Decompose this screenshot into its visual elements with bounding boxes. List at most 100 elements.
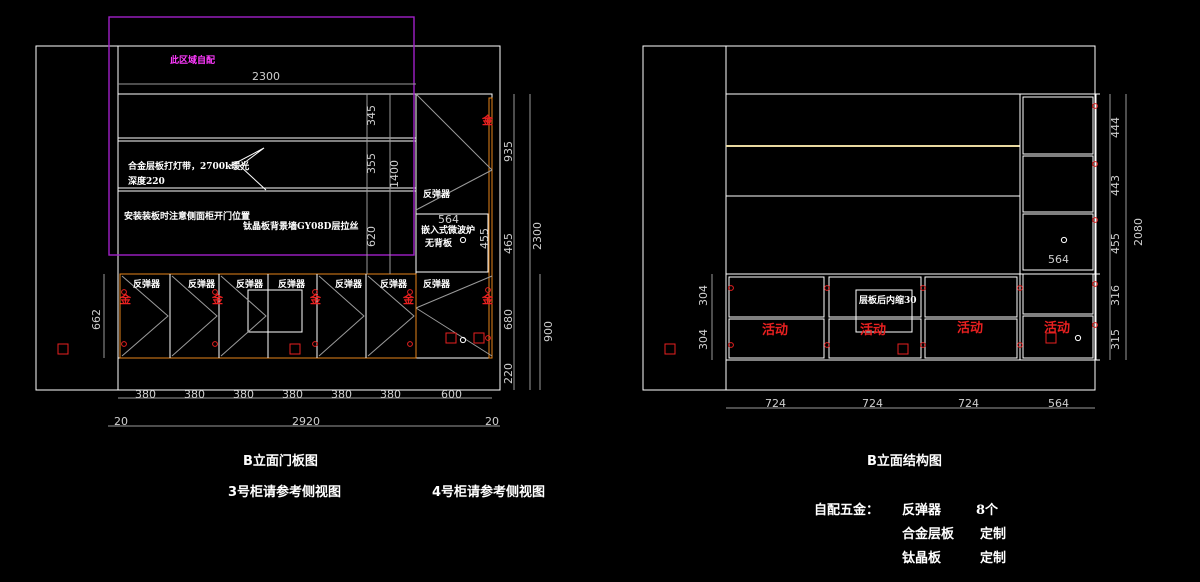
dim-side-220: 220 <box>502 363 515 384</box>
svg-text:金: 金 <box>309 292 322 306</box>
svg-text:金: 金 <box>211 292 224 306</box>
lower-cell-3b <box>924 318 1018 359</box>
dim-edge-right: 20 <box>485 415 499 428</box>
svg-text:活动: 活动 <box>762 322 788 338</box>
rebounder-labels: 反弹器 反弹器 反弹器 反弹器 反弹器 反弹器 反弹器 <box>133 278 451 290</box>
svg-text:反弹器: 反弹器 <box>278 278 306 290</box>
glass-note: 钛晶板背景墙GY08D层拉丝 <box>243 220 358 232</box>
left-elevation-door-panel: 此区域自配 合金层板打灯带，2700k暖光 深度220 安装装板时注意侧面柜开门… <box>35 16 555 500</box>
right-title: B立面结构图 <box>867 453 942 469</box>
tall-cabinet-edge <box>488 97 493 359</box>
dim-564-left: 564 <box>438 213 459 226</box>
dim-l-304b: 304 <box>697 329 710 350</box>
dim-b-2: 380 <box>184 388 205 401</box>
hinge-markers <box>121 117 491 347</box>
dim-side-900: 900 <box>542 321 555 342</box>
self-supplied-region <box>108 16 415 256</box>
lower-cell-1b <box>728 318 825 359</box>
shelf-inset-note: 层板后内缩30 <box>859 294 917 306</box>
leader-lines <box>229 147 267 191</box>
dim-inner-564: 564 <box>1048 253 1069 266</box>
socket-1 <box>57 343 69 355</box>
tall-cell-1 <box>1022 96 1094 155</box>
pink-note: 此区域自配 <box>170 54 215 66</box>
ref-note-4: 4号柜请参考侧视图 <box>432 484 545 500</box>
knob-2 <box>459 236 467 244</box>
right-socket-1 <box>664 343 676 355</box>
door-swing-2 <box>415 169 493 211</box>
active-labels: 活动 活动 活动 活动 <box>762 320 1070 338</box>
knob-r1 <box>1060 236 1068 244</box>
svg-text:反弹器: 反弹器 <box>236 278 264 290</box>
lower-cell-3a <box>924 276 1018 318</box>
dim-v-345: 345 <box>365 105 378 126</box>
dim-l-304a: 304 <box>697 285 710 306</box>
left-title: B立面门板图 <box>243 453 318 469</box>
center-box <box>247 289 303 333</box>
rebounder-tall: 反弹器 <box>423 188 451 200</box>
dim-total: 2920 <box>292 415 320 428</box>
hinge-labels: 金 金 金 金 金 金 <box>119 113 494 306</box>
dim-top-width: 2300 <box>252 70 280 83</box>
dim-b-5: 380 <box>331 388 352 401</box>
door-swing-4 <box>415 307 493 357</box>
depth-note: 深度220 <box>128 175 165 187</box>
dim-r-316: 316 <box>1109 285 1122 306</box>
right-socket-3 <box>1045 332 1057 344</box>
svg-text:活动: 活动 <box>957 320 983 336</box>
dim-b-4: 380 <box>282 388 303 401</box>
knob-r2 <box>1074 334 1082 342</box>
dim-v-1400: 1400 <box>388 160 401 188</box>
lower-cell-2b <box>828 318 922 359</box>
dim-side-465: 465 <box>502 233 515 254</box>
left-outer-frame <box>35 45 501 391</box>
right-elevation-structure: 564 层板后内缩30 活动 活动 活动 活动 <box>642 45 1145 469</box>
dim-rb-2: 724 <box>862 397 883 410</box>
hw-item-1-qty: 8个 <box>976 502 999 518</box>
right-center-box <box>855 289 913 333</box>
lower-cell-2a <box>828 276 922 318</box>
knob-1 <box>459 336 467 344</box>
dim-b-3: 380 <box>233 388 254 401</box>
lower-door-swings <box>121 275 415 357</box>
socket-3 <box>445 332 457 344</box>
dim-b-1: 380 <box>135 388 156 401</box>
dim-r-443: 443 <box>1109 175 1122 196</box>
ref-note-3: 3号柜请参考侧视图 <box>228 484 341 500</box>
hw-item-2-name: 合金层板 <box>902 526 955 542</box>
svg-text:反弹器: 反弹器 <box>380 278 408 290</box>
svg-text:金: 金 <box>402 292 415 306</box>
socket-2 <box>289 343 301 355</box>
lower-cell-1a <box>728 276 825 318</box>
svg-text:金: 金 <box>481 292 494 306</box>
dim-r-455: 455 <box>1109 233 1122 254</box>
right-hinge-markers <box>728 103 1098 348</box>
hw-item-2-qty: 定制 <box>979 526 1006 542</box>
tall-cell-3 <box>1022 213 1094 271</box>
hardware-title: 自配五金： <box>814 502 879 518</box>
dim-r-2080: 2080 <box>1132 218 1145 246</box>
dim-rb-4: 564 <box>1048 397 1069 410</box>
hardware-list: 自配五金： 反弹器 8个 合金层板 定制 钛晶板 定制 <box>814 502 1006 566</box>
dim-small-455: 455 <box>478 228 491 249</box>
dim-side-680: 680 <box>502 309 515 330</box>
tall-cell-4 <box>1022 273 1094 315</box>
door-swing-1 <box>415 93 493 171</box>
dim-r-315: 315 <box>1109 329 1122 350</box>
dim-left-662: 662 <box>90 309 103 330</box>
built-in-note: 嵌入式微波炉 <box>421 224 475 236</box>
dim-rb-1: 724 <box>765 397 786 410</box>
dim-side-2300: 2300 <box>531 222 544 250</box>
svg-text:活动: 活动 <box>1044 320 1070 336</box>
hw-item-3-name: 钛晶板 <box>901 550 942 566</box>
right-outer-frame <box>642 45 1096 391</box>
svg-text:反弹器: 反弹器 <box>423 278 451 290</box>
microwave-slot <box>415 213 489 273</box>
dim-side-935: 935 <box>502 141 515 162</box>
svg-text:金: 金 <box>481 113 494 127</box>
svg-text:活动: 活动 <box>860 322 886 338</box>
dim-v-355: 355 <box>365 153 378 174</box>
svg-text:反弹器: 反弹器 <box>133 278 161 290</box>
hw-item-1-name: 反弹器 <box>902 502 942 518</box>
